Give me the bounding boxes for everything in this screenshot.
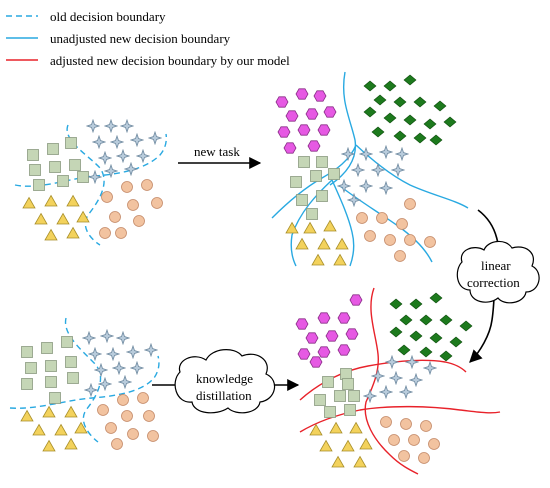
unadjusted-boundary-3 bbox=[355, 144, 469, 209]
old-boundary-vertical bbox=[66, 124, 105, 246]
old-boundary-horizontal bbox=[9, 355, 160, 409]
legend-old-label: old decision boundary bbox=[50, 9, 166, 24]
linear-label-line2: correction bbox=[467, 275, 520, 290]
star-icon bbox=[337, 145, 409, 207]
knowledge-label-line2: distillation bbox=[196, 388, 252, 403]
triangle-icon bbox=[22, 195, 90, 241]
circle-icon bbox=[99, 179, 163, 239]
square-icon bbox=[27, 137, 89, 191]
new-task-label: new task bbox=[194, 144, 240, 159]
star-icon bbox=[86, 119, 162, 184]
panel-adjusted bbox=[295, 287, 501, 475]
circle-icon bbox=[356, 198, 436, 262]
circle-icon bbox=[97, 392, 159, 450]
panel-old-task-top bbox=[14, 119, 168, 246]
square-icon bbox=[21, 336, 79, 404]
circle-icon bbox=[380, 416, 440, 464]
knowledge-distillation-cloud: knowledge distillation bbox=[174, 349, 276, 414]
old-boundary-vertical bbox=[64, 317, 102, 443]
old-boundary-horizontal bbox=[14, 133, 168, 187]
linear-correction-cloud: linear correction bbox=[456, 240, 540, 304]
triangle-icon bbox=[20, 406, 88, 452]
linear-label-line1: linear bbox=[481, 258, 511, 273]
legend: old decision boundary unadjusted new dec… bbox=[6, 9, 290, 68]
new-task-arrow: new task bbox=[178, 144, 262, 169]
legend-adjusted-label: adjusted new decision boundary by our mo… bbox=[50, 53, 290, 68]
knowledge-label-line1: knowledge bbox=[196, 371, 253, 386]
diamond-icon bbox=[389, 292, 473, 362]
unadjusted-boundary-5 bbox=[331, 179, 355, 267]
diamond-icon bbox=[363, 74, 457, 146]
legend-unadjusted-label: unadjusted new decision boundary bbox=[50, 31, 231, 46]
adjusted-boundary-1 bbox=[364, 287, 419, 475]
hexagon-icon bbox=[295, 294, 363, 368]
triangle-icon bbox=[309, 422, 373, 468]
square-icon bbox=[290, 156, 340, 220]
panel-unadjusted bbox=[271, 71, 469, 267]
hexagon-icon bbox=[275, 88, 337, 154]
panel-old-task-bottom bbox=[9, 317, 160, 452]
unadjusted-boundary-1 bbox=[329, 71, 357, 186]
